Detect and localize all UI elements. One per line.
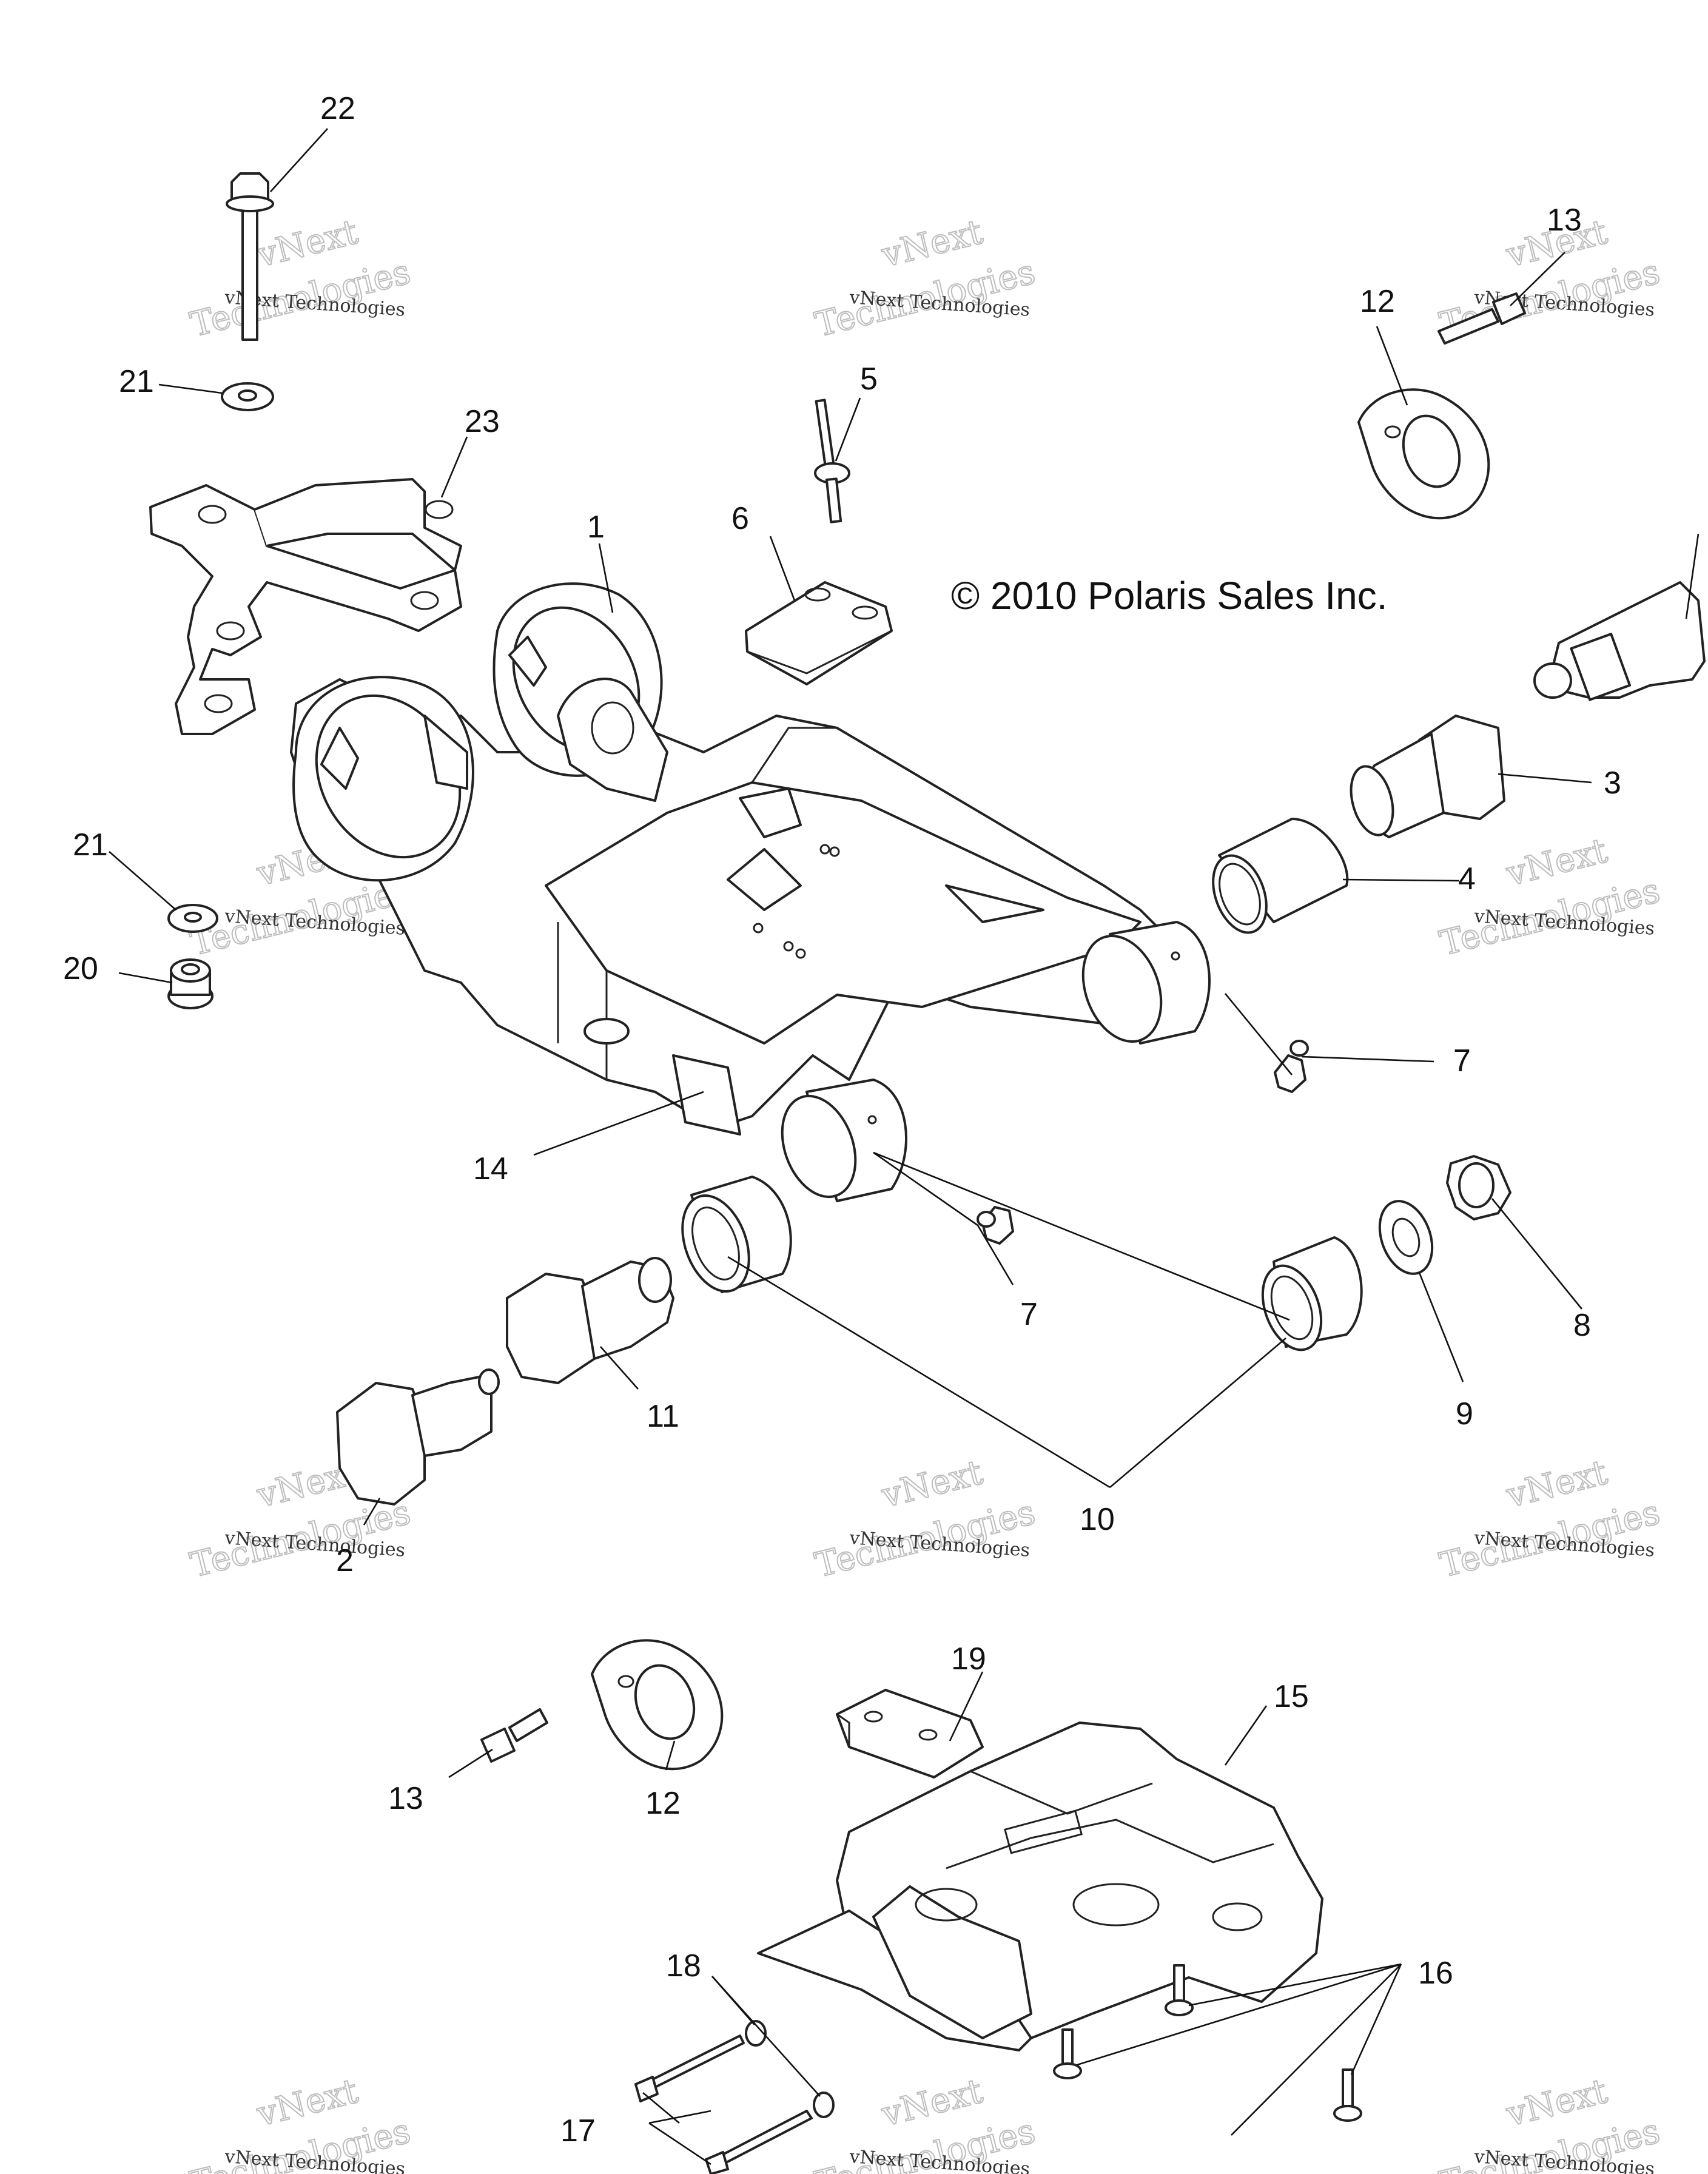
part-20-flange-nut xyxy=(167,958,214,1009)
part-6-block xyxy=(745,581,893,685)
watermark: vNext Technologies vNext Technologies xyxy=(1436,830,1664,964)
callout-7-bottom: 7 xyxy=(1020,1297,1038,1332)
callout-12-top: 12 xyxy=(1360,284,1395,319)
callout-12-bottom: 12 xyxy=(645,1786,681,1821)
svg-text:vNext: vNext xyxy=(1502,1453,1612,1516)
callout-4: 4 xyxy=(1458,861,1476,897)
callout-19: 19 xyxy=(951,1641,986,1677)
part-17-bolt-b xyxy=(705,2110,813,2174)
callout-16: 16 xyxy=(1418,1956,1453,1991)
callout-labels: 22 21 23 1 5 6 12 13 3 4 7 7 14 8 9 10 1… xyxy=(63,91,1621,2149)
part-21-washer-top-hole xyxy=(238,389,257,402)
part-2-stepped-bolt-top xyxy=(1533,581,1706,701)
part-1-lower-tube xyxy=(781,1079,907,1202)
callout-13-bottom-text: 13 xyxy=(388,1781,423,1816)
watermark: vNext Technologies vNext Technologies xyxy=(811,1452,1040,1586)
callout-10: 10 xyxy=(1080,1502,1115,1537)
part-13-bolt-top xyxy=(1437,292,1526,345)
svg-text:vNext: vNext xyxy=(1502,831,1612,894)
callout-14: 14 xyxy=(473,1151,508,1186)
part-18-nut-b xyxy=(813,2092,835,2118)
callout-5: 5 xyxy=(860,362,878,397)
callout-13-top: 13 xyxy=(1547,203,1582,238)
part-9-washer xyxy=(1378,1200,1434,1275)
part-10-bearing-left xyxy=(681,1176,792,1293)
part-12-cam-plate-top xyxy=(1357,388,1490,520)
part-1-front-tube xyxy=(1081,921,1211,1045)
watermark: vNext Technologies vNext Technologies xyxy=(811,2071,1040,2174)
callout-9: 9 xyxy=(1456,1396,1473,1432)
callout-21-top: 21 xyxy=(119,364,154,399)
callout-6: 6 xyxy=(731,501,749,536)
callout-7-top: 7 xyxy=(1453,1043,1471,1079)
part-1-main-frame xyxy=(290,582,1211,1202)
part-7-grease-fitting-top xyxy=(1274,1040,1309,1093)
part-3-adjuster xyxy=(1350,715,1505,838)
copyright-notice: © 2010 Polaris Sales Inc. xyxy=(951,574,1388,618)
part-21-washer-left-hole xyxy=(184,912,202,923)
part-16-bolt-a xyxy=(1165,1964,1194,2016)
part-10-bearing-right xyxy=(1261,1236,1363,1351)
callout-11: 11 xyxy=(647,1399,679,1434)
part-8-nut xyxy=(1446,1155,1511,1220)
part-18-nut-a xyxy=(745,2020,767,2047)
svg-text:vNext: vNext xyxy=(253,212,362,275)
part-7-grease-fitting-bottom xyxy=(977,1206,1014,1245)
watermark: vNext Technologies vNext Technologies xyxy=(811,212,1040,346)
callout-1: 1 xyxy=(587,510,605,545)
callout-23: 23 xyxy=(465,404,500,439)
part-4-bushing xyxy=(1212,818,1349,934)
part-5-pin xyxy=(814,399,850,523)
callout-21-left: 21 xyxy=(73,827,108,863)
svg-text:vNext: vNext xyxy=(878,212,987,275)
part-16-bolt-b xyxy=(1053,2028,1082,2079)
svg-text:vNext: vNext xyxy=(878,1453,987,1516)
part-12-cam-plate-bottom xyxy=(591,1639,724,1771)
part-16-bolt-c xyxy=(1333,2068,1362,2122)
watermark: vNext Technologies vNext Technologies xyxy=(186,212,415,346)
callout-3: 3 xyxy=(1604,766,1621,801)
callout-8: 8 xyxy=(1573,1308,1591,1343)
callout-15: 15 xyxy=(1274,1679,1309,1714)
part-15-skid-housing xyxy=(757,1721,1323,2051)
callout-17: 17 xyxy=(560,2113,596,2149)
callout-22: 22 xyxy=(320,91,355,126)
callout-20: 20 xyxy=(63,951,98,986)
part-23-bracket xyxy=(149,478,462,735)
part-13-bolt-bottom xyxy=(480,1708,548,1763)
callout-18: 18 xyxy=(666,1948,701,1984)
watermark: vNext Technologies vNext Technologies xyxy=(1436,1452,1664,1586)
part-11-adjuster xyxy=(506,1257,674,1384)
svg-text:vNext: vNext xyxy=(1502,2071,1612,2135)
part-2-stepped-bolt-bottom xyxy=(336,1368,500,1506)
svg-text:vNext: vNext xyxy=(253,2071,362,2135)
part-22-bolt xyxy=(226,172,274,341)
watermark: vNext Technologies vNext Technologies xyxy=(186,2071,415,2174)
part-19-bumper xyxy=(836,1689,984,1779)
callout-2: 2 xyxy=(336,1543,354,1578)
leader-lines xyxy=(109,128,1700,2166)
svg-text:vNext: vNext xyxy=(878,2071,987,2135)
part-17-bolt-a xyxy=(634,2034,745,2102)
watermark: vNext Technologies vNext Technologies xyxy=(1436,2071,1664,2174)
